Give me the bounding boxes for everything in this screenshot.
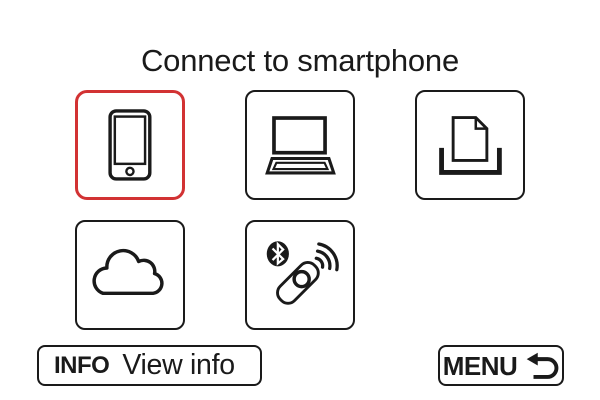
tile-connect-to-computer[interactable] bbox=[245, 90, 355, 200]
tile-connect-to-printer[interactable] bbox=[415, 90, 525, 200]
bluetooth-remote-icon bbox=[266, 241, 339, 305]
laptop-icon bbox=[265, 116, 336, 175]
info-view-info-button[interactable]: INFO View info bbox=[37, 345, 262, 386]
smartphone-icon bbox=[108, 109, 152, 181]
page-title: Connect to smartphone bbox=[140, 43, 460, 78]
view-info-label: View info bbox=[122, 349, 235, 382]
cloud-icon bbox=[92, 248, 164, 296]
tile-connect-to-smartphone[interactable] bbox=[75, 90, 185, 200]
info-key-label: INFO bbox=[54, 351, 110, 379]
tile-connect-to-wireless-remote[interactable] bbox=[245, 220, 355, 330]
printer-icon bbox=[439, 116, 502, 175]
menu-back-button[interactable]: MENU bbox=[438, 345, 564, 386]
menu-key-label: MENU bbox=[442, 350, 518, 381]
return-arrow-icon bbox=[526, 352, 559, 379]
tile-upload-to-web-service[interactable] bbox=[75, 220, 185, 330]
